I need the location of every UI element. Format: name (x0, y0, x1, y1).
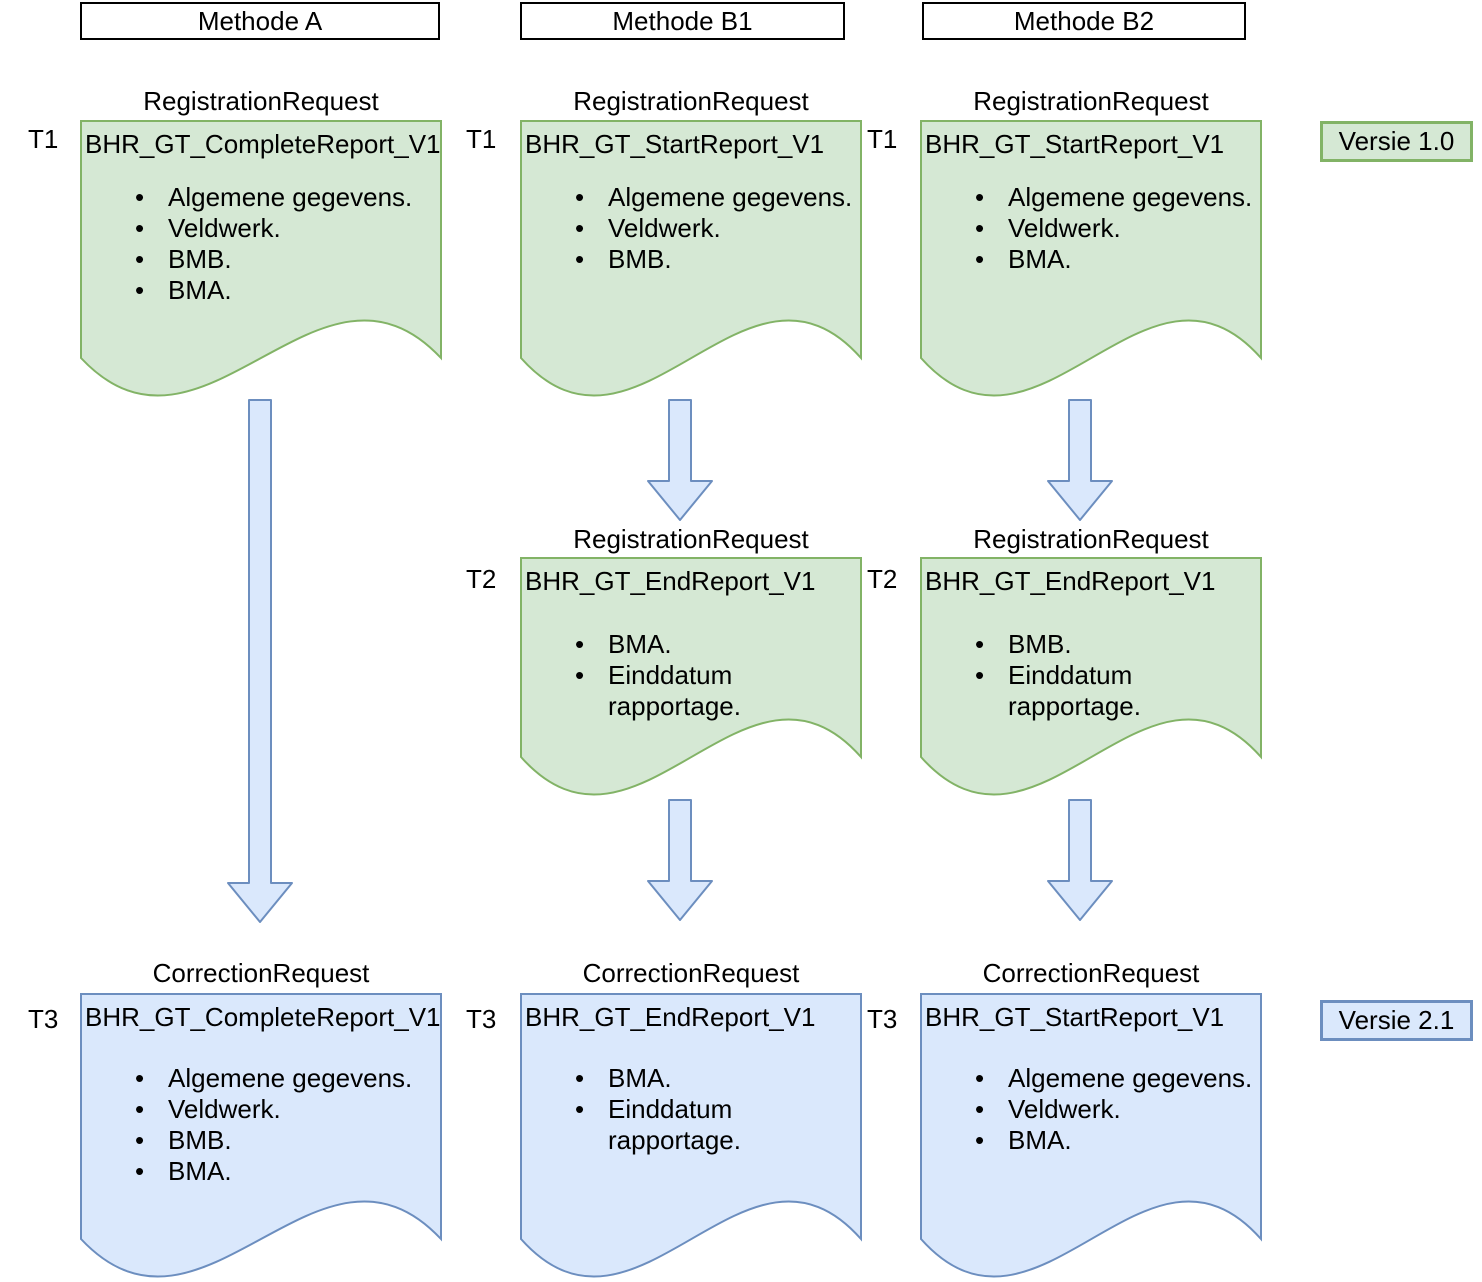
time-label-t2-b1: T2 (466, 564, 497, 594)
time-label-t2-b2: T2 (867, 564, 898, 594)
bullet-item: Veldwerk. (575, 213, 856, 244)
bullet-item: Algemene gegevens. (135, 1063, 436, 1094)
document-bullets: BMA. Einddatum rapportage. (520, 629, 856, 722)
bullet-item: BMA. (975, 244, 1256, 275)
bullet-item: Algemene gegevens. (975, 1063, 1256, 1094)
arrow-down-icon (647, 799, 713, 921)
request-type-label: RegistrationRequest (573, 86, 809, 116)
document-b2-t1: BHR_GT_StartReport_V1 Algemene gegevens.… (920, 120, 1262, 402)
document-b1-t1: BHR_GT_StartReport_V1 Algemene gegevens.… (520, 120, 862, 402)
bullet-item: Veldwerk. (975, 213, 1256, 244)
request-type-label: RegistrationRequest (973, 86, 1209, 116)
bullet-item: BMA. (575, 629, 856, 660)
document-bullets: BMA. Einddatum rapportage. (520, 1063, 856, 1156)
document-title: BHR_GT_EndReport_V1 (925, 566, 1216, 596)
document-a-t1: BHR_GT_CompleteReport_V1 Algemene gegeve… (80, 120, 442, 402)
method-header-label: Methode B2 (1013, 5, 1155, 36)
arrow-down-icon (1047, 799, 1113, 921)
bullet-item: Algemene gegevens. (575, 182, 856, 213)
method-header-b1: Methode B1 (520, 2, 845, 40)
request-type-label: CorrectionRequest (582, 958, 800, 988)
bullet-item: Algemene gegevens. (135, 182, 436, 213)
time-label-t1-b1: T1 (466, 124, 497, 154)
method-header-label: Methode A (197, 5, 323, 36)
document-bullets: Algemene gegevens. Veldwerk. BMA. (920, 182, 1256, 275)
document-b2-t2: BHR_GT_EndReport_V1 BMB. Einddatum rappo… (920, 557, 1262, 801)
request-type-label: RegistrationRequest (143, 86, 379, 116)
bullet-item: BMB. (575, 244, 856, 275)
method-header-label: Methode B1 (612, 5, 753, 36)
time-label-t3-b1: T3 (466, 1004, 497, 1034)
request-type-label: RegistrationRequest (573, 524, 809, 554)
bullet-item: Algemene gegevens. (975, 182, 1256, 213)
request-type-label: CorrectionRequest (152, 958, 370, 988)
time-label-t3-a: T3 (28, 1004, 59, 1034)
document-b1-t3: BHR_GT_EndReport_V1 BMA. Einddatum rappo… (520, 993, 862, 1281)
time-label-t1-a: T1 (28, 124, 59, 154)
bullet-item: BMB. (975, 629, 1256, 660)
bullet-item: BMB. (135, 244, 436, 275)
document-title: BHR_GT_StartReport_V1 (925, 129, 1225, 159)
bullet-item: Einddatum rapportage. (975, 660, 1256, 722)
arrow-down-icon (1047, 399, 1113, 521)
version-badge-1-0: Versie 1.0 (1320, 121, 1473, 162)
arrow-down-icon (647, 399, 713, 521)
bullet-item: BMA. (135, 1156, 436, 1187)
bullet-item: Veldwerk. (135, 213, 436, 244)
document-title: BHR_GT_StartReport_V1 (925, 1002, 1225, 1032)
document-a-t3: BHR_GT_CompleteReport_V1 Algemene gegeve… (80, 993, 442, 1281)
document-bullets: Algemene gegevens. Veldwerk. BMB. BMA. (80, 1063, 436, 1187)
bullet-item: BMA. (975, 1125, 1256, 1156)
bullet-item: BMB. (135, 1125, 436, 1156)
document-bullets: Algemene gegevens. Veldwerk. BMB. (520, 182, 856, 275)
time-label-t1-b2: T1 (867, 124, 898, 154)
document-title: BHR_GT_EndReport_V1 (525, 1002, 816, 1032)
method-header-a: Methode A (80, 2, 440, 40)
document-title: BHR_GT_EndReport_V1 (525, 566, 816, 596)
time-label-t3-b2: T3 (867, 1004, 898, 1034)
bullet-item: Einddatum rapportage. (575, 660, 856, 722)
document-bullets: BMB. Einddatum rapportage. (920, 629, 1256, 722)
bullet-item: Veldwerk. (135, 1094, 436, 1125)
request-type-label: CorrectionRequest (982, 958, 1200, 988)
document-title: BHR_GT_CompleteReport_V1 (85, 129, 441, 159)
document-bullets: Algemene gegevens. Veldwerk. BMB. BMA. (80, 182, 436, 306)
document-b2-t3: BHR_GT_StartReport_V1 Algemene gegevens.… (920, 993, 1262, 1281)
document-title: BHR_GT_CompleteReport_V1 (85, 1002, 441, 1032)
request-type-label: RegistrationRequest (973, 524, 1209, 554)
document-title: BHR_GT_StartReport_V1 (525, 129, 825, 159)
document-bullets: Algemene gegevens. Veldwerk. BMA. (920, 1063, 1256, 1156)
document-b1-t2: BHR_GT_EndReport_V1 BMA. Einddatum rappo… (520, 557, 862, 801)
bullet-item: Veldwerk. (975, 1094, 1256, 1125)
arrow-down-icon (227, 399, 293, 923)
bullet-item: Einddatum rapportage. (575, 1094, 856, 1156)
bullet-item: BMA. (575, 1063, 856, 1094)
method-header-b2: Methode B2 (922, 2, 1246, 40)
version-badge-2-1: Versie 2.1 (1320, 1000, 1473, 1041)
bullet-item: BMA. (135, 275, 436, 306)
